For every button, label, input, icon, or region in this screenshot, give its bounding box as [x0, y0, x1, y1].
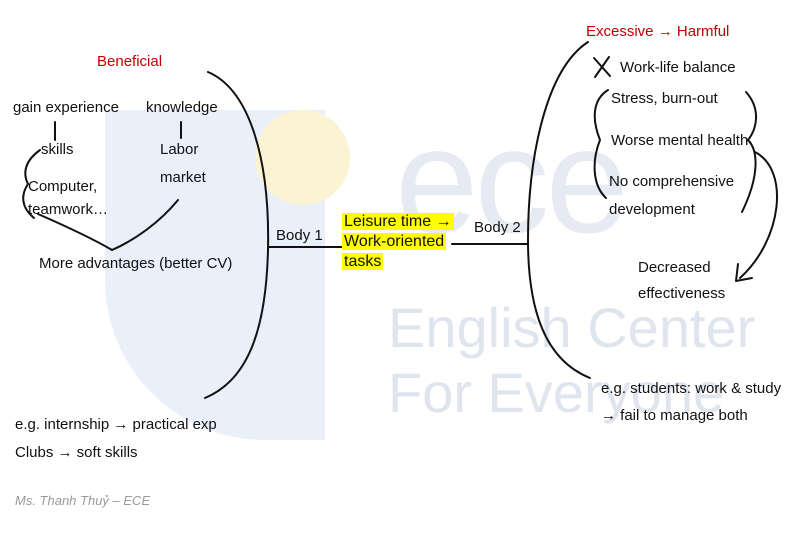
body2-example-2: → fail to manage both	[601, 407, 748, 424]
work-life-balance-text: Work-life balance	[620, 59, 736, 76]
computer-text: Computer,	[28, 178, 98, 195]
development-text: development	[609, 201, 695, 218]
consequences-left-brace	[593, 89, 609, 199]
author-credit: Ms. Thanh Thuỷ – ECE	[15, 493, 151, 508]
labor-text: Labor	[160, 141, 199, 158]
body1-example-2: Clubs → soft skills	[15, 444, 138, 461]
body2-heading: Excessive → Harmful	[586, 23, 730, 40]
decreased-text: Decreased	[638, 259, 711, 276]
cross-mark-b	[594, 56, 610, 78]
watermark-line-2: For Everyone	[388, 361, 725, 424]
stress-text: Stress, burn-out	[611, 90, 718, 107]
center-line-1: Leisure time →	[342, 213, 454, 230]
knowledge-text: knowledge	[146, 99, 218, 116]
watermark-logo-text: ece	[395, 96, 629, 264]
watermark-logo-dot	[255, 110, 350, 205]
watermark-line-1: English Center	[388, 296, 756, 359]
body1-bracket	[204, 71, 270, 399]
consequences-right-brace	[741, 91, 757, 213]
mental-health-text: Worse mental health	[611, 132, 749, 149]
center-topic: Leisure time → Work-oriented tasks	[342, 212, 454, 272]
body1-heading: Beneficial	[97, 53, 163, 70]
center-line-2: Work-oriented	[342, 233, 447, 250]
body2-label: Body 2	[474, 219, 521, 236]
body1-example-1: e.g. internship → practical exp	[15, 416, 217, 433]
body1-label: Body 1	[276, 227, 323, 244]
advantages-arrow-left	[37, 213, 113, 251]
skills-text: skills	[41, 141, 74, 158]
skills-brace	[22, 149, 41, 219]
advantages-text: More advantages (better CV)	[39, 255, 233, 272]
market-text: market	[160, 169, 206, 186]
decreased-arrowhead	[735, 263, 753, 282]
center-line-3: tasks	[342, 253, 384, 270]
no-comprehensive-text: No comprehensive	[609, 173, 735, 190]
body2-example-1: e.g. students: work & study	[601, 380, 782, 397]
body2-bracket	[527, 41, 591, 379]
teamwork-text: teamwork…	[28, 201, 109, 218]
decreased-arrow	[739, 151, 778, 279]
gain-experience-text: gain experience	[13, 99, 119, 116]
advantages-arrow-right	[111, 199, 179, 251]
effectiveness-text: effectiveness	[638, 285, 726, 302]
